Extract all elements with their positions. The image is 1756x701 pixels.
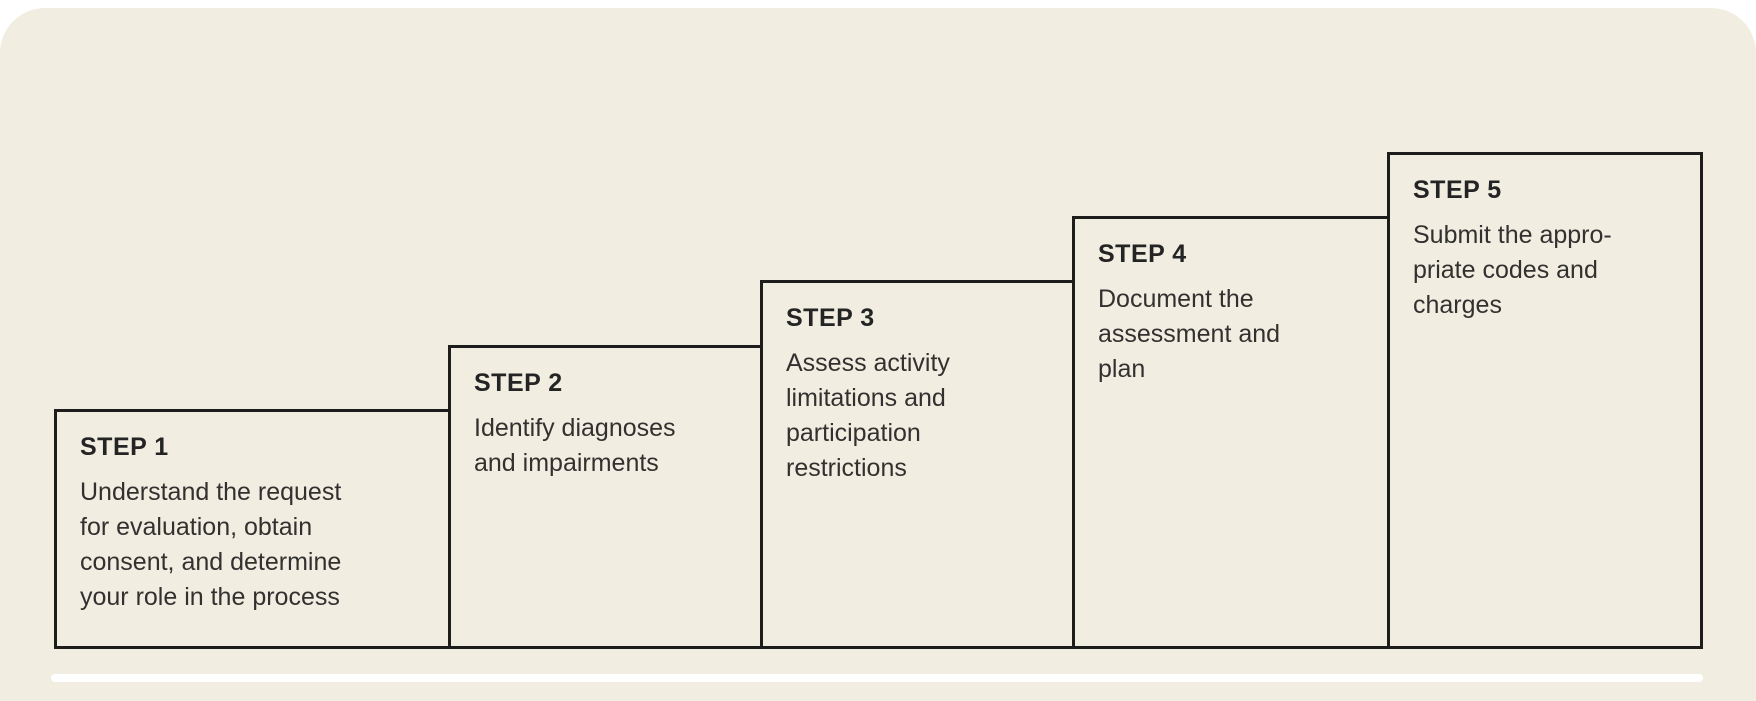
step-2-body: Identify diagnoses and impairments bbox=[474, 414, 676, 478]
step-4-body: Document the assessment and plan bbox=[1098, 285, 1281, 384]
step-box-3: STEP 3 Assess activity limitations and p… bbox=[760, 280, 1075, 649]
step-4-label: STEP 4 bbox=[1098, 240, 1187, 268]
step-box-1: STEP 1 Understand the request for evalua… bbox=[54, 409, 451, 649]
step-5-label: STEP 5 bbox=[1413, 176, 1502, 204]
step-box-5: STEP 5 Submit the appro- priate codes an… bbox=[1387, 152, 1703, 649]
figure-panel: STEP 1 Understand the request for evalua… bbox=[0, 8, 1756, 701]
step-5-body: Submit the appro- priate codes and charg… bbox=[1413, 221, 1612, 320]
step-3-label: STEP 3 bbox=[786, 304, 875, 332]
step-box-4: STEP 4 Document the assessment and plan bbox=[1072, 216, 1390, 649]
step-1-label: STEP 1 bbox=[80, 433, 169, 461]
step-2-label: STEP 2 bbox=[474, 369, 563, 397]
step-1-body: Understand the request for evaluation, o… bbox=[80, 478, 342, 612]
baseline-rule bbox=[51, 674, 1703, 682]
step-3-body: Assess activity limitations and particip… bbox=[786, 349, 950, 483]
step-box-2: STEP 2 Identify diagnoses and impairment… bbox=[448, 345, 763, 649]
